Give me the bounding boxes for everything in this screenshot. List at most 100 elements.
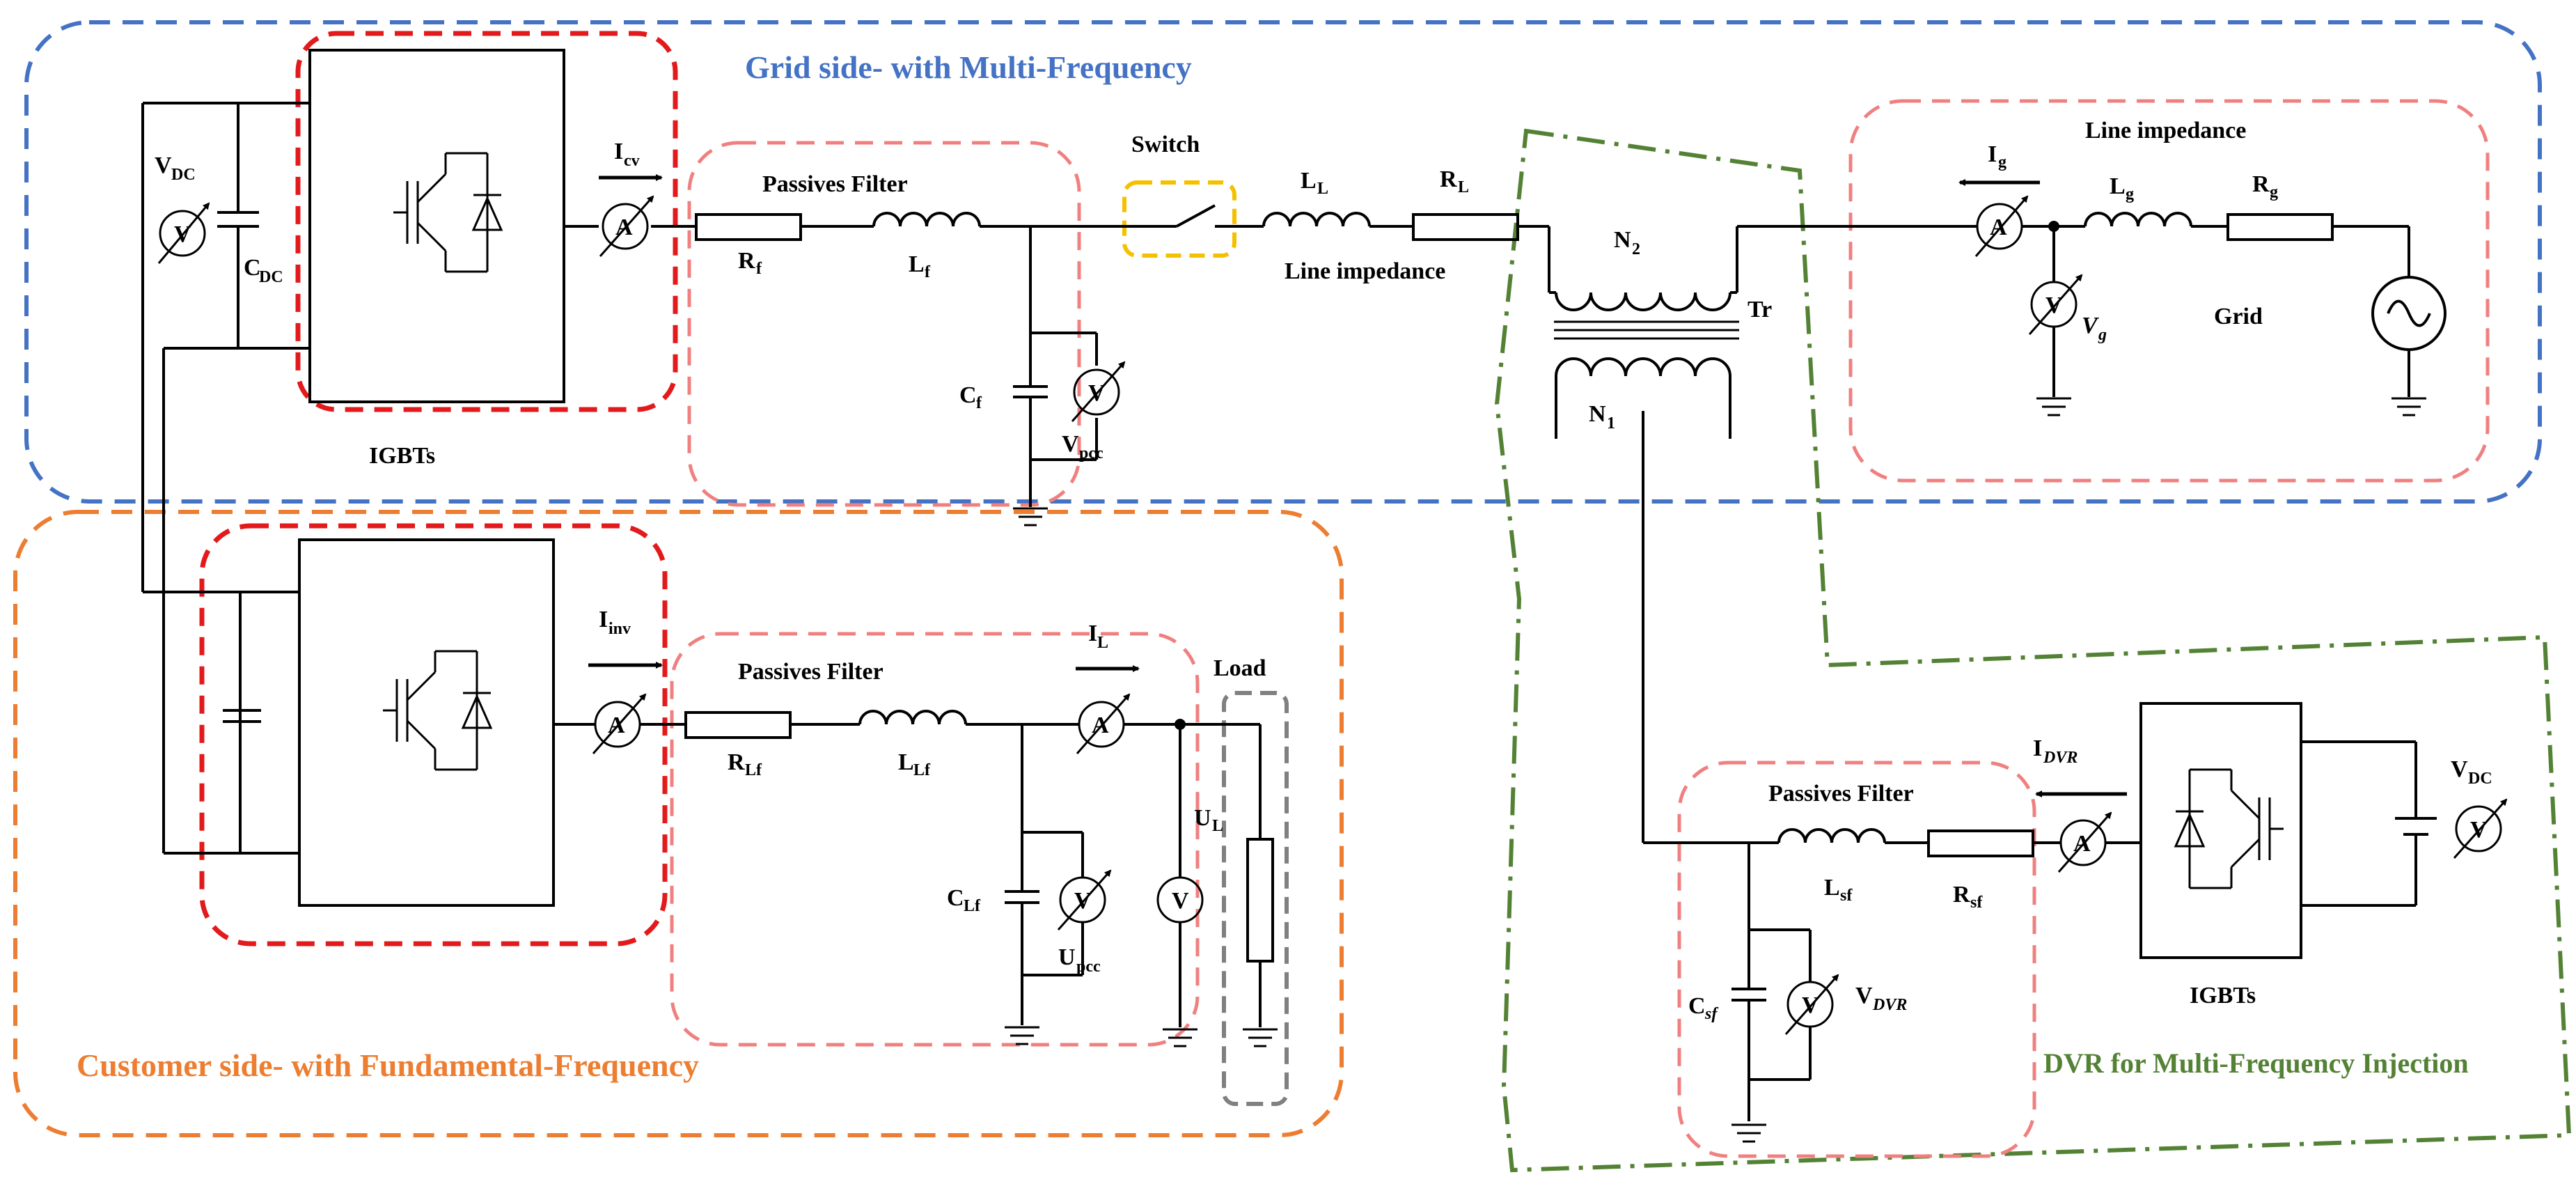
svg-text:V: V bbox=[2082, 313, 2099, 338]
ac-source-icon bbox=[2371, 276, 2447, 351]
customer-side-title: Customer side- with Fundamental-Frequenc… bbox=[77, 1047, 699, 1083]
voltmeter-icon: V bbox=[2028, 274, 2083, 335]
svg-text:R: R bbox=[738, 248, 755, 274]
idvr-label: I DVR bbox=[2033, 735, 2127, 797]
filter-box-grid bbox=[687, 141, 1081, 507]
svg-text:cv: cv bbox=[624, 152, 640, 170]
igbt-block-customer bbox=[298, 538, 555, 907]
line-impedance-label-1: Line impedance bbox=[1285, 258, 1445, 284]
igbts-label-dvr: IGBTs bbox=[2190, 983, 2256, 1008]
svg-text:I: I bbox=[599, 607, 608, 632]
vdc-label-grid: V DC bbox=[155, 153, 196, 184]
svg-text:Lf: Lf bbox=[964, 897, 981, 915]
svg-text:f: f bbox=[976, 394, 982, 412]
svg-text:V: V bbox=[1062, 431, 1079, 457]
svg-text:inv: inv bbox=[608, 620, 631, 638]
voltmeter-icon: V bbox=[1156, 876, 1204, 924]
svg-text:I: I bbox=[1988, 141, 1997, 167]
svg-text:L: L bbox=[1458, 178, 1469, 196]
svg-text:1: 1 bbox=[1607, 414, 1615, 433]
customer-main-line bbox=[553, 710, 1274, 1027]
igbt-box-customer bbox=[199, 523, 668, 947]
dvr-title: DVR for Multi-Frequency Injection bbox=[2043, 1047, 2469, 1079]
passives-filter-label-dvr: Passives Filter bbox=[1768, 781, 1914, 807]
ammeter-icon: A bbox=[1076, 693, 1131, 754]
ground-icon bbox=[2036, 397, 2071, 416]
icv-label: I cv bbox=[599, 139, 663, 181]
svg-text:2: 2 bbox=[1632, 240, 1640, 258]
svg-text:f: f bbox=[925, 263, 931, 281]
tr-label: Tr bbox=[1748, 297, 1772, 322]
igbt-block-dvr bbox=[2139, 702, 2302, 959]
svg-text:I: I bbox=[1088, 621, 1097, 646]
inductor-icon bbox=[1262, 212, 1371, 227]
dvr-line bbox=[1643, 828, 2141, 1121]
inductor-icon bbox=[2084, 212, 2192, 227]
igbts-label-grid: IGBTs bbox=[369, 443, 435, 469]
ammeter-icon: A bbox=[592, 693, 647, 754]
svg-text:g: g bbox=[1998, 153, 2006, 171]
switch-box bbox=[1122, 180, 1236, 258]
load-label: Load bbox=[1214, 655, 1266, 681]
svg-text:U: U bbox=[1194, 805, 1211, 831]
svg-text:Lf: Lf bbox=[913, 761, 931, 779]
il-label: I L bbox=[1076, 621, 1140, 672]
iinv-label: I inv bbox=[588, 607, 663, 669]
inductor-icon bbox=[1777, 828, 1886, 843]
svg-text:L: L bbox=[1301, 168, 1317, 194]
svg-text:L: L bbox=[898, 749, 914, 775]
svg-text:V: V bbox=[155, 153, 172, 178]
load-box bbox=[1222, 691, 1289, 1106]
svg-text:R: R bbox=[2252, 171, 2270, 197]
svg-text:V: V bbox=[1172, 888, 1189, 914]
svg-text:I: I bbox=[614, 139, 623, 164]
svg-text:sf: sf bbox=[1704, 1005, 1718, 1023]
dvr-dc-link bbox=[2301, 740, 2437, 907]
svg-text:DVR: DVR bbox=[1872, 996, 1907, 1014]
resistor-icon bbox=[2226, 213, 2334, 241]
inductor-icon bbox=[858, 710, 967, 725]
svg-text:N: N bbox=[1589, 401, 1606, 427]
svg-text:L: L bbox=[909, 251, 925, 277]
grid-side-title: Grid side- with Multi-Frequency bbox=[745, 49, 1192, 85]
voltmeter-icon: V bbox=[157, 202, 210, 264]
svg-text:L: L bbox=[1097, 634, 1108, 652]
ground-icon bbox=[2392, 397, 2426, 416]
svg-text:DC: DC bbox=[171, 166, 196, 184]
ground-icon bbox=[1013, 507, 1048, 527]
svg-text:I: I bbox=[2033, 735, 2042, 761]
svg-text:N: N bbox=[1614, 227, 1631, 253]
resistor-icon bbox=[695, 213, 802, 241]
svg-text:R: R bbox=[1953, 882, 1970, 908]
cdc-label: C DC bbox=[244, 255, 283, 286]
dc-link-grid bbox=[141, 102, 310, 853]
svg-text:R: R bbox=[1440, 166, 1457, 192]
passives-filter-label-customer: Passives Filter bbox=[738, 659, 883, 685]
voltmeter-icon: V bbox=[2453, 798, 2508, 859]
svg-text:pcc: pcc bbox=[1079, 444, 1104, 462]
voltmeter-icon: V bbox=[1071, 361, 1126, 422]
resistor-icon bbox=[1412, 213, 1519, 241]
svg-text:C: C bbox=[244, 255, 261, 281]
svg-text:DC: DC bbox=[259, 268, 283, 286]
passives-filter-label-grid: Passives Filter bbox=[762, 171, 908, 197]
svg-text:g: g bbox=[2098, 326, 2107, 344]
inductor-icon bbox=[872, 212, 981, 227]
svg-text:L: L bbox=[1317, 180, 1328, 198]
line-impedance-label-2: Line impedance bbox=[2085, 118, 2246, 143]
svg-text:DVR: DVR bbox=[2043, 749, 2078, 767]
ground-icon bbox=[1243, 1028, 1278, 1047]
